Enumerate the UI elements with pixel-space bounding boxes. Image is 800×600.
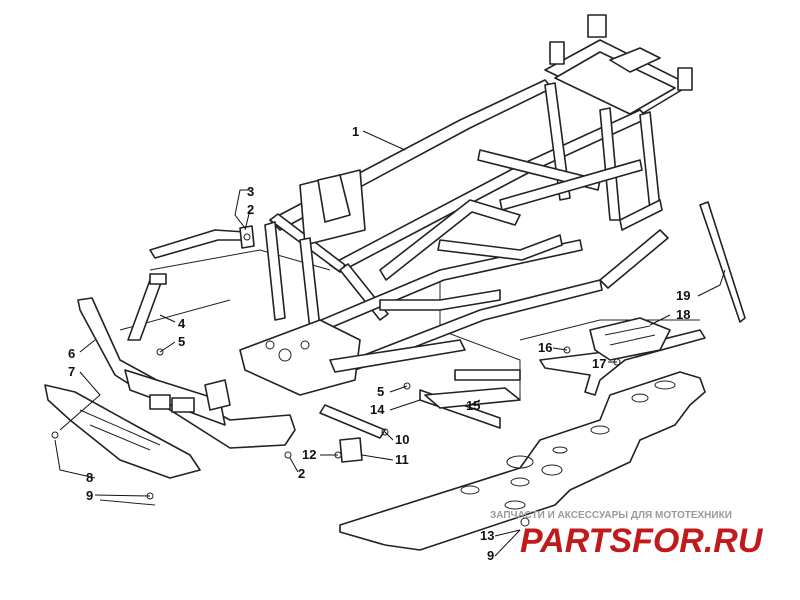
lower-bars [319,369,521,463]
callout-12: 12 [302,447,316,462]
main-frame [239,14,693,396]
callout-17: 17 [592,356,606,371]
front-brace [127,273,167,341]
callout-18: 18 [676,307,690,322]
side-bracket [149,225,255,259]
right-side-bar [539,317,706,396]
callout-5-center: 5 [377,384,384,399]
callout-15: 15 [466,398,480,413]
hardware [51,233,621,527]
callout-10: 10 [395,432,409,447]
callout-19: 19 [676,288,690,303]
watermark: ЗАПЧАСТИ И АКСЕССУАРЫ ДЛЯ МОТОТЕХНИКИ PA… [490,510,764,560]
watermark-caption: ЗАПЧАСТИ И АКСЕССУАРЫ ДЛЯ МОТОТЕХНИКИ [490,510,732,521]
skid-plate [339,371,706,551]
callout-3: 3 [247,184,254,199]
front-bumper [77,297,296,449]
callout-9-right: 9 [487,548,494,563]
callout-13: 13 [480,528,494,543]
callout-16: 16 [538,340,552,355]
callout-2-bottom: 2 [298,466,305,481]
rod [699,201,746,323]
callout-11: 11 [395,452,409,467]
callout-4: 4 [178,316,186,331]
callout-5-left: 5 [178,334,185,349]
callout-7: 7 [68,364,75,379]
callout-2-top: 2 [247,202,254,217]
leader-lines [54,130,726,557]
callout-1: 1 [352,124,359,139]
watermark-logo: PARTSFOR.RU [520,522,764,560]
callout-14: 14 [370,402,385,417]
callout-numbers: 1 3 2 4 5 6 7 8 9 2 12 10 11 5 14 15 13 … [68,124,690,563]
callout-9-left: 9 [86,488,93,503]
callout-8: 8 [86,470,93,485]
front-skid-guard [44,384,201,479]
callout-6: 6 [68,346,75,361]
